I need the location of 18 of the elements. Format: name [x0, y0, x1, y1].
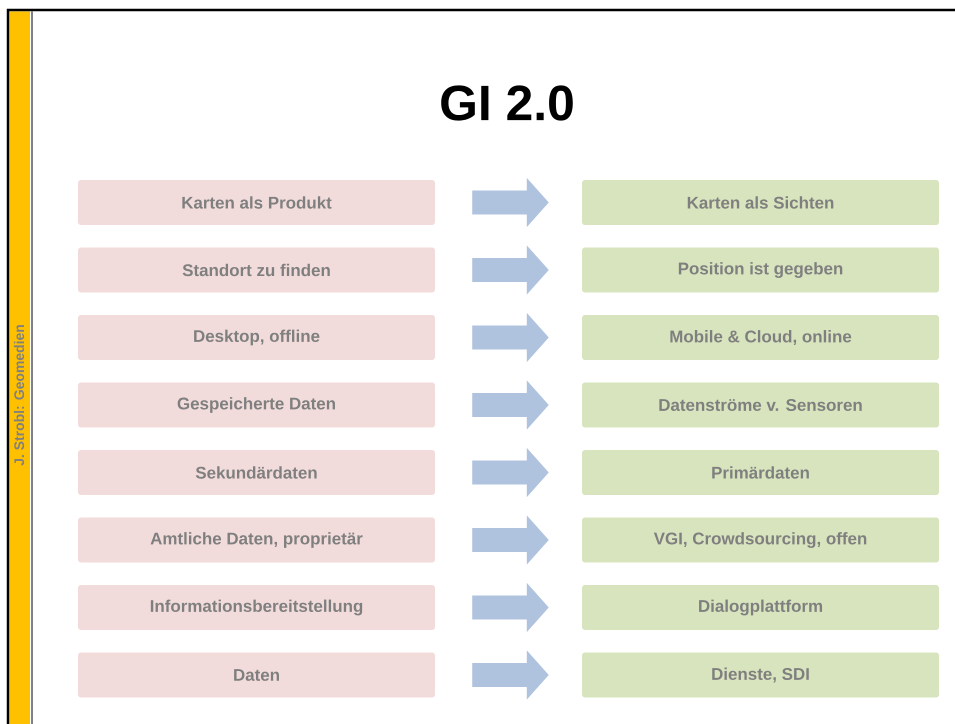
after-box: Dienste, SDI — [582, 652, 939, 698]
before-box: Gespeicherte Daten — [78, 382, 435, 428]
after-box: Datenströme v. Sensoren — [582, 382, 939, 428]
before-box: Desktop, offline — [78, 315, 435, 360]
before-box: Amtliche Daten, proprietär — [78, 518, 435, 562]
title: GI 2.0 — [441, 85, 573, 121]
after-box: VGI, Crowdsourcing, offen — [582, 518, 939, 562]
before-box: Daten — [78, 652, 435, 698]
after-box: Mobile & Cloud, online — [582, 315, 939, 360]
after-box: Primärdaten — [582, 450, 939, 495]
before-box: Informationsbereitstellung — [78, 585, 435, 630]
before-box: Standort zu finden — [78, 248, 435, 292]
after-box: Dialogplattform — [582, 585, 939, 630]
before-box: Karten als Produkt — [78, 180, 435, 225]
before-box: Sekundärdaten — [78, 450, 435, 495]
side-label: J. Strobl: Geomedien — [14, 325, 24, 466]
after-box: Karten als Sichten — [582, 180, 939, 225]
after-box: Position ist gegeben — [582, 248, 939, 292]
